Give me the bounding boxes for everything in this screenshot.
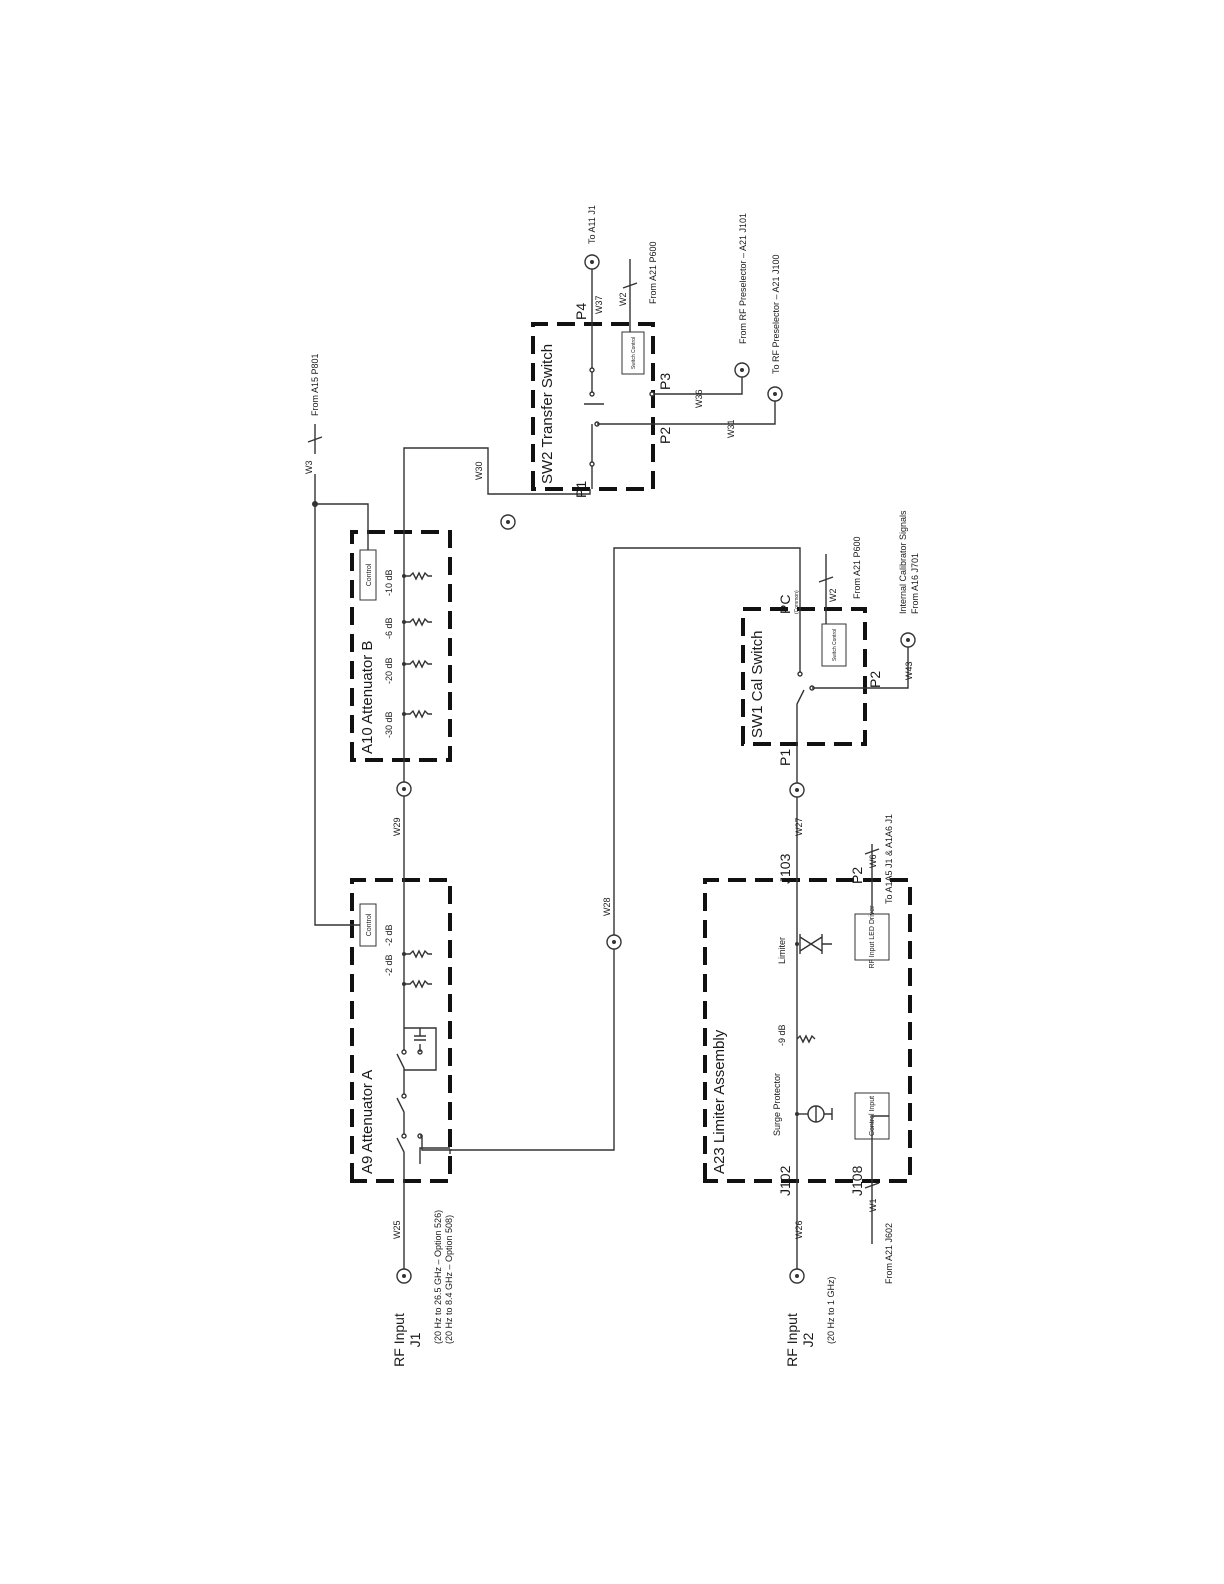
a10-pad-2: -20 dB <box>384 657 394 684</box>
w1-label: W1 <box>868 1199 878 1213</box>
w2-sw2-label: W2 <box>618 293 628 307</box>
a9-pad-2: -2 dB <box>384 924 394 946</box>
w29-label: W29 <box>392 817 402 836</box>
from-a21-p600-sw2: From A21 P600 <box>648 241 658 304</box>
w3-label: W3 <box>304 461 314 475</box>
a23-j102: J102 <box>777 1165 793 1196</box>
a10-pad-3: -6 dB <box>384 617 394 639</box>
sw1-p1: P1 <box>777 749 793 766</box>
a23-internals <box>795 880 833 1181</box>
a23-limiter-label: Limiter <box>777 937 787 964</box>
w28-label: W28 <box>602 897 612 916</box>
from-a21-p600-sw1: From A21 P600 <box>852 536 862 599</box>
sw2-p2: P2 <box>657 427 673 444</box>
w6-label: W6 <box>868 855 878 869</box>
from-a21-j602: From A21 J602 <box>884 1223 894 1284</box>
j2-range: (20 Hz to 1 GHz) <box>826 1276 836 1344</box>
w25-label: W25 <box>392 1220 402 1239</box>
w26-label: W26 <box>794 1220 804 1239</box>
from-a16-j701: From A16 J701 <box>910 553 920 614</box>
sw1-title: SW1 Cal Switch <box>749 630 766 738</box>
j1-range-option-508: (20 Hz to 8.4 GHz – Option 508) <box>444 1215 454 1344</box>
w37-label: W37 <box>594 295 604 314</box>
w43-label: W43 <box>904 661 914 680</box>
rf-input-j2: RF Input J2 (20 Hz to 1 GHz) <box>784 1268 836 1367</box>
sw2-internals <box>584 324 655 489</box>
sw2-title: SW2 Transfer Switch <box>539 344 556 484</box>
sw1-switch-control-label: Switch Control <box>832 629 838 661</box>
sw2-switch-control-box <box>621 331 645 375</box>
rf-input-j1-connector: J1 <box>407 1332 423 1347</box>
sw1-switch-control-box <box>821 623 847 667</box>
sw2-p4: P4 <box>573 303 589 320</box>
a9-attenuator-box <box>350 878 452 1183</box>
sw2-p1: P1 <box>573 481 589 498</box>
a10-control-label: Control <box>366 563 373 586</box>
w36-label: W36 <box>694 389 704 408</box>
to-rf-preselector: To RF Preselector – A21 J100 <box>771 254 781 374</box>
to-a11-j1: To A11 J1 <box>587 205 597 244</box>
w30-label: W30 <box>474 461 484 480</box>
a10-pad-1: -30 dB <box>384 711 394 738</box>
a23-led-driver-label: RF Input LED Driver <box>869 905 876 969</box>
a23-j108: J108 <box>849 1165 865 1196</box>
sw1-pc-common: (Common) <box>794 590 800 614</box>
sw2-transfer-switch-box <box>531 322 655 491</box>
j1-range-option-526: (20 Hz to 26.5 GHz – Option 526) <box>433 1210 443 1344</box>
a9-internals <box>396 880 450 1181</box>
from-a15-p801: From A15 P801 <box>310 353 320 416</box>
rf-input-j2-label: RF Input <box>784 1313 800 1367</box>
a10-title: A10 Attenuator B <box>359 641 376 754</box>
sw2-p3: P3 <box>657 373 673 390</box>
a9-pad-1: -2 dB <box>384 954 394 976</box>
rf-input-j1-label: RF Input <box>391 1313 407 1367</box>
a23-limiter-assembly-box <box>703 878 912 1183</box>
sw1-cal-switch-box <box>741 607 867 746</box>
a9-control-label: Control <box>366 913 373 936</box>
rf-input-j1: RF Input J1 (20 Hz to 26.5 GHz – Option … <box>391 1210 454 1367</box>
a23-p2: P2 <box>849 867 865 884</box>
sw2-switch-control-label: Switch Control <box>631 337 637 369</box>
a23-title: A23 Limiter Assembly <box>711 1029 728 1174</box>
a10-pad-4: -10 dB <box>384 569 394 596</box>
a23-pad: -9 dB <box>777 1024 787 1046</box>
a10-internals <box>402 532 432 760</box>
sw1-p2: P2 <box>867 671 883 688</box>
sw1-pc: PC <box>777 595 793 614</box>
to-a1a5-a1a6: To A1A5 J1 & A1A6 J1 <box>884 814 894 904</box>
a23-j103: J103 <box>777 853 793 884</box>
a9-title: A9 Attenuator A <box>359 1070 376 1174</box>
internal-cal-signals: Internal Calibrator Signals <box>898 510 908 614</box>
w2-sw1-label: W2 <box>828 589 838 603</box>
sw1-internals <box>796 609 864 744</box>
w27-label: W27 <box>794 817 804 836</box>
rf-input-j2-connector: J2 <box>800 1332 816 1347</box>
a10-attenuator-box <box>350 530 452 762</box>
a23-surge-protector: Surge Protector <box>772 1073 782 1136</box>
from-rf-preselector: From RF Preselector – A21 J101 <box>738 213 748 344</box>
w31-label: W31 <box>726 419 736 438</box>
